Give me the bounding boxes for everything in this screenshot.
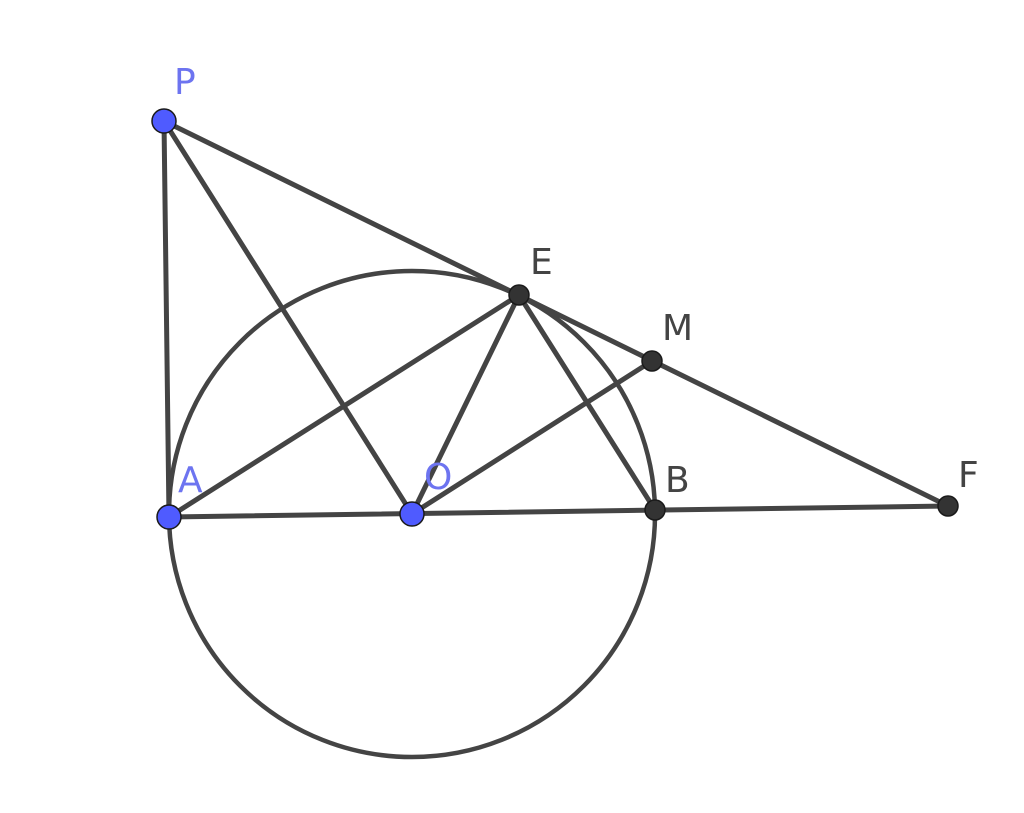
segment-po (161, 118, 415, 517)
label-m: M (662, 308, 693, 349)
segment-af (166, 503, 951, 520)
label-b: B (665, 460, 690, 501)
point-a[interactable] (156, 504, 182, 530)
segment-om (409, 358, 655, 517)
segment-oe (409, 292, 522, 517)
point-o[interactable] (399, 501, 425, 527)
point-e[interactable] (508, 284, 530, 306)
label-p: P (174, 62, 196, 103)
point-f[interactable] (937, 495, 959, 517)
segment-ae (166, 292, 522, 520)
segment-pf (161, 118, 951, 509)
segment-eb (516, 292, 658, 513)
point-b[interactable] (644, 499, 666, 521)
label-e: E (530, 242, 553, 283)
point-p[interactable] (151, 108, 177, 134)
segment-pa (161, 118, 172, 520)
label-f: F (958, 455, 979, 496)
label-o: O (424, 457, 452, 498)
point-m[interactable] (641, 350, 663, 372)
label-a: A (178, 460, 203, 501)
